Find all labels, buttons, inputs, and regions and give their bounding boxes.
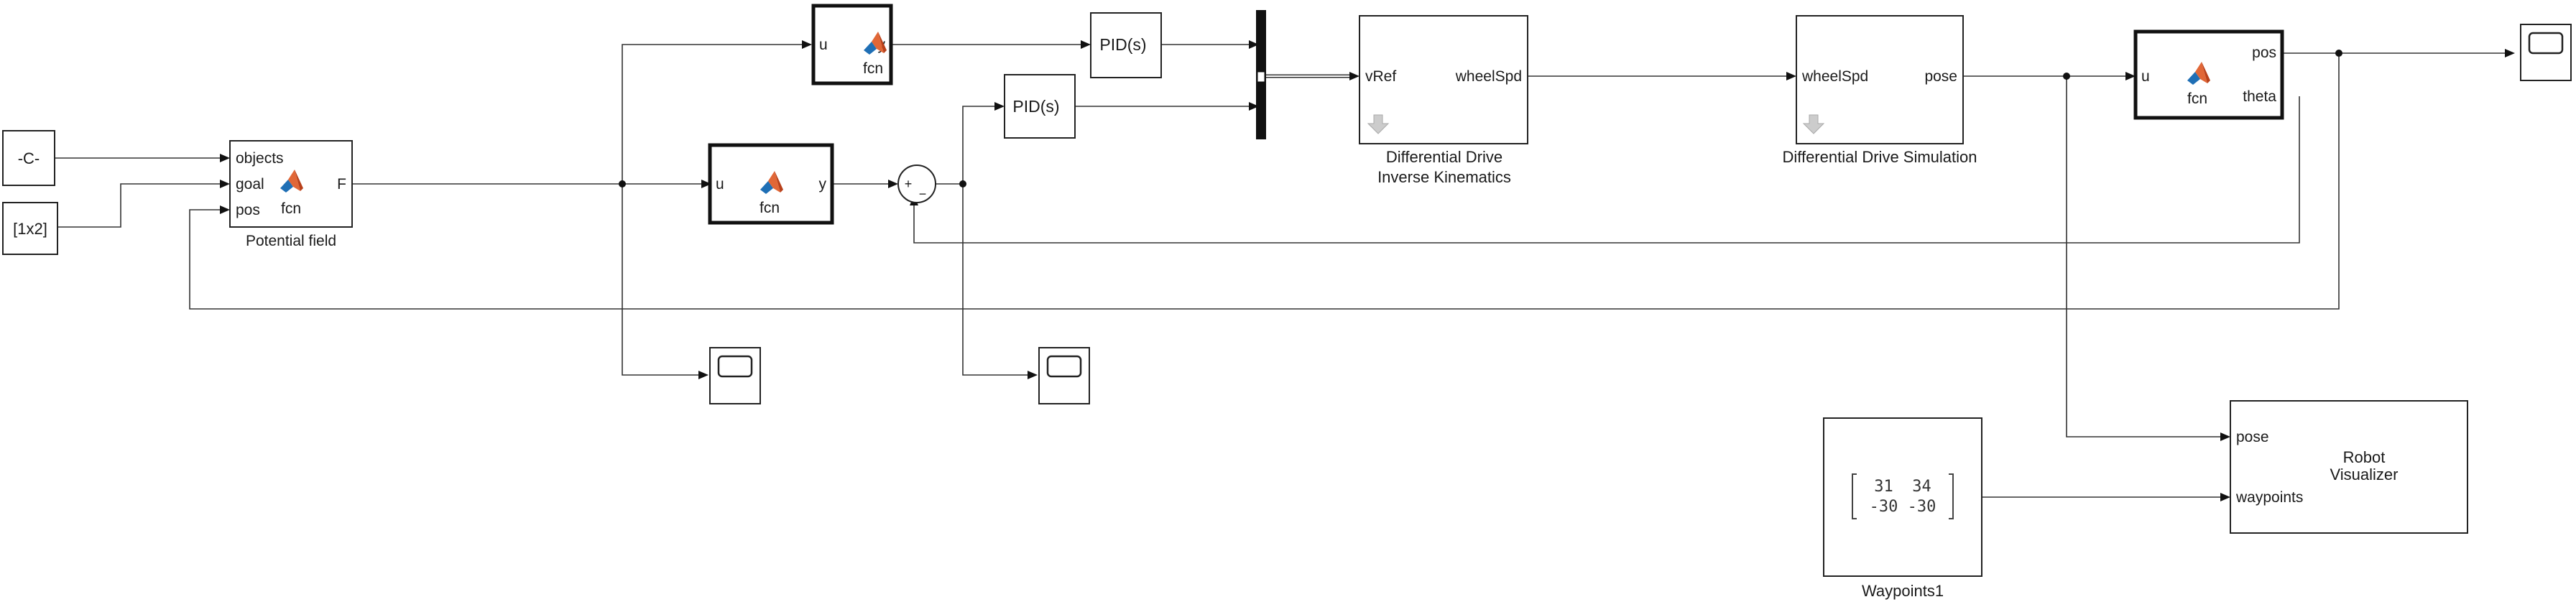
sum-block[interactable]: + − (897, 165, 936, 203)
port-u: u (2141, 68, 2150, 85)
mux-block[interactable] (1256, 10, 1266, 139)
constant-1x2-block[interactable]: [1x2] (2, 202, 58, 255)
down-arrow-icon (1802, 114, 1825, 134)
inverse-kinematics-block[interactable]: vRef wheelSpd Differential Drive Inverse… (1359, 15, 1528, 186)
port-wheelspd: wheelSpd (1455, 68, 1522, 85)
pid1-label: PID(s) (1099, 35, 1146, 54)
fcn-label: fcn (863, 60, 883, 77)
diff-drive-simulation-block[interactable]: wheelSpd pose Differential Drive Simulat… (1782, 15, 1977, 166)
scope-icon (1038, 346, 1091, 405)
sum-plus-sign: + (905, 177, 913, 191)
robot-visualizer-block[interactable]: pose waypoints Robot Visualizer (2230, 400, 2468, 534)
pid2-label: PID(s) (1012, 97, 1059, 116)
port-u: u (716, 176, 724, 193)
fcn-label: fcn (281, 200, 301, 217)
fcn-label: fcn (2187, 91, 2207, 107)
inv-kin-caption-2: Inverse Kinematics (1377, 168, 1511, 186)
port-pose: pose (1924, 68, 1957, 85)
waypoints-block[interactable]: 31 34 -30 -30 Waypoints1 (1823, 417, 1982, 600)
inv-kin-caption-1: Differential Drive (1386, 148, 1502, 166)
sum-minus-sign: − (919, 187, 927, 201)
pid-controller-1[interactable]: PID(s) (1090, 12, 1162, 78)
fcn-label: fcn (760, 200, 780, 216)
fcn-top-block[interactable]: u y fcn (811, 4, 893, 85)
scope-2[interactable] (1038, 346, 1091, 405)
port-vref: vRef (1365, 68, 1396, 85)
waypoints-caption: Waypoints1 (1862, 582, 1944, 600)
port-pos: pos (2252, 45, 2276, 61)
port-pose: pose (2236, 429, 2269, 445)
port-pos: pos (236, 202, 260, 218)
waypoints-row-2: -30 -30 (1870, 498, 1936, 516)
scope-icon (708, 346, 762, 405)
port-wheelspd: wheelSpd (1801, 68, 1868, 85)
fcn-mid-block[interactable]: u y fcn (708, 143, 834, 225)
port-f: F (337, 176, 346, 193)
arrowheads (220, 40, 2515, 501)
port-goal: goal (236, 176, 264, 193)
visualizer-title-1: Robot (2343, 448, 2386, 466)
potential-field-caption: Potential field (246, 233, 336, 249)
potential-field-block[interactable]: objects goal pos F fcn Potential field (229, 140, 353, 249)
scope-icon (2519, 23, 2572, 82)
scope-1[interactable] (708, 346, 762, 405)
down-arrow-icon (1367, 114, 1390, 134)
pid-controller-2[interactable]: PID(s) (1004, 74, 1076, 139)
sim-caption: Differential Drive Simulation (1782, 148, 1977, 166)
port-waypoints: waypoints (2235, 489, 2303, 506)
visualizer-title-2: Visualizer (2330, 466, 2399, 483)
scope-right[interactable] (2519, 23, 2572, 82)
signal-wires (55, 44, 2506, 498)
port-y: y (819, 176, 827, 193)
port-objects: objects (236, 150, 284, 167)
constant-c-label: -C- (18, 149, 40, 167)
branch-points (619, 50, 2342, 187)
port-u: u (819, 37, 828, 53)
constant-c-block[interactable]: -C- (2, 130, 55, 186)
fcn-right-block[interactable]: u pos theta fcn (2133, 29, 2284, 120)
constant-1x2-label: [1x2] (13, 220, 47, 238)
port-theta: theta (2243, 88, 2276, 105)
waypoints-row-1: 31 34 (1874, 478, 1931, 496)
